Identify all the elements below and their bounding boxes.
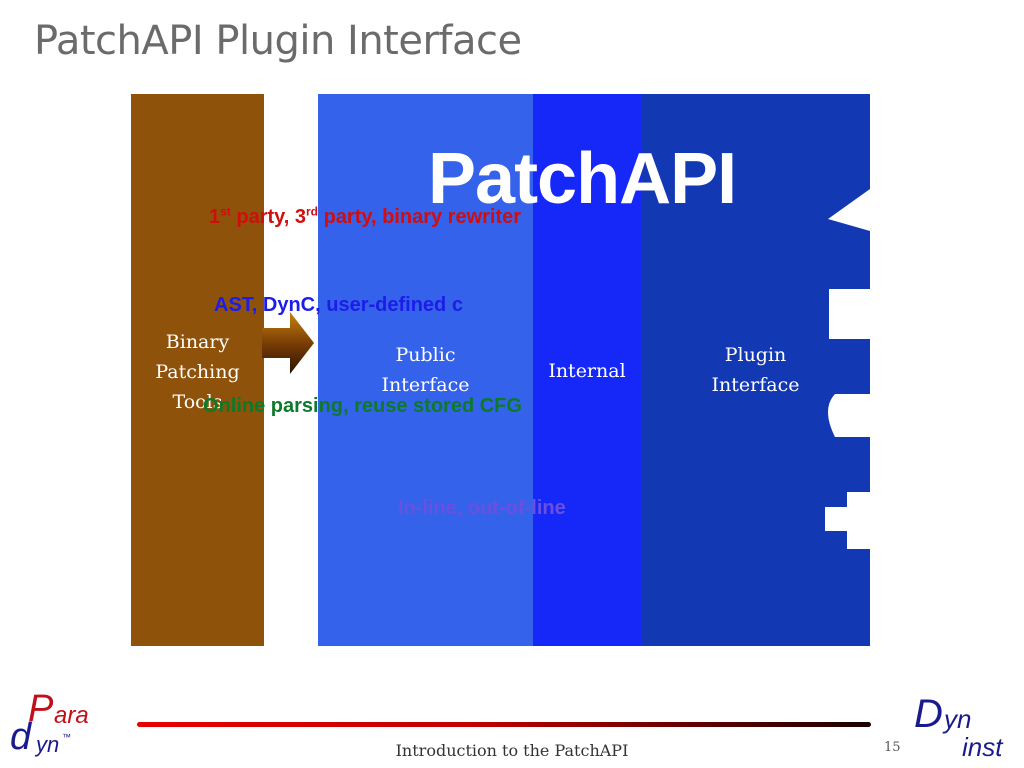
puzzle-notches <box>825 189 870 549</box>
dyninst-logo-yn: yn <box>944 704 972 734</box>
callout-1-text-a: 1 <box>209 206 221 228</box>
paradyn-logo-p: P <box>28 688 54 730</box>
internal-label: Internal <box>548 360 626 382</box>
dyninst-logo: D yn inst <box>910 692 1020 764</box>
callout-ast-dync: AST, DynC, user-defined c <box>214 294 463 316</box>
callout-online-parsing: Online parsing, reuse stored CFG <box>203 395 522 417</box>
paradyn-logo-tm: ™ <box>62 732 71 742</box>
arrow-right-icon <box>262 312 314 374</box>
plugin-interface-label: Plugin Interface <box>711 344 800 396</box>
footer-divider <box>137 722 871 727</box>
callout-1-text-c: party, binary rewriter <box>318 206 522 228</box>
paradyn-logo-d: d <box>10 716 32 758</box>
binary-patching-tools-block: Binary Patching Tools <box>131 94 264 646</box>
plugin-interface-block: Plugin Interface <box>641 94 870 646</box>
tools-label: Binary Patching Tools <box>155 331 240 413</box>
paradyn-logo-yn: yn <box>36 732 60 757</box>
page-number: 15 <box>884 740 901 755</box>
callout-party-rewriter: 1st party, 3rd party, binary rewriter <box>209 204 522 229</box>
callout-inline-outofline: In-line, out-of-line <box>398 497 566 519</box>
footer-text: Introduction to the PatchAPI <box>395 741 629 760</box>
callout-1-text-b: party, 3 <box>230 206 307 228</box>
paradyn-logo-ara: ara <box>54 702 89 729</box>
callout-1-sup-b: rd <box>306 204 319 219</box>
dyninst-logo-d: D <box>914 692 943 736</box>
public-interface-label: Public Interface <box>381 344 470 396</box>
internal-block: Internal <box>533 94 641 646</box>
paradyn-logo: P ara d yn ™ <box>8 688 108 762</box>
patchapi-heading: PatchAPI <box>428 139 737 219</box>
dyninst-logo-inst: inst <box>962 732 1003 762</box>
callout-1-sup-a: st <box>220 204 231 219</box>
slide-title: PatchAPI Plugin Interface <box>34 18 522 64</box>
public-interface-block: Public Interface <box>318 94 533 646</box>
